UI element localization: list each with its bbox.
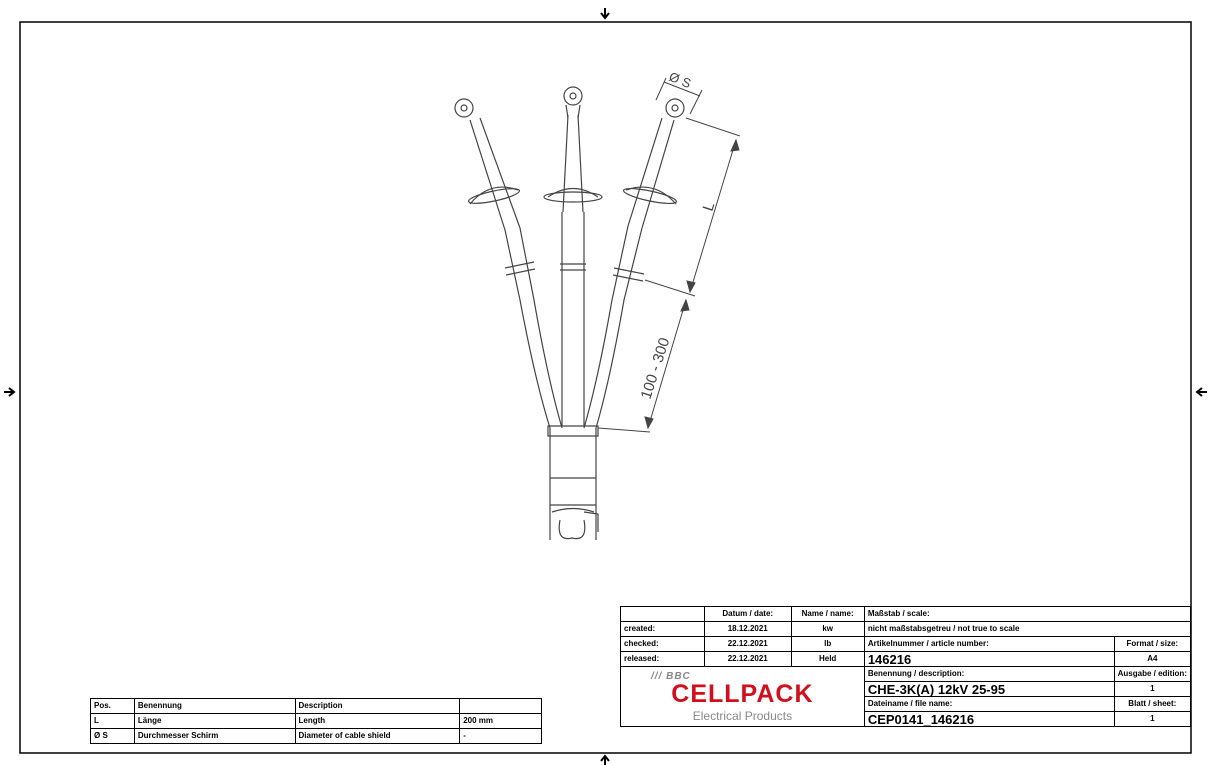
- checked-name: lb: [790, 636, 865, 652]
- parts-list-table: Pos. Benennung Description L Länge Lengt…: [90, 698, 542, 744]
- header-cell: Description: [294, 698, 461, 714]
- table-cell: Länge: [133, 713, 296, 729]
- released-name: Held: [790, 651, 865, 667]
- table-cell: L: [90, 713, 135, 729]
- logo-cellpack-text: CELLPACK: [671, 679, 814, 708]
- sheet-label: Blatt / sheet:: [1113, 696, 1192, 712]
- logo-subtitle: Electrical Products: [692, 708, 793, 723]
- dimension-lug-diameter: Ø S: [667, 69, 694, 91]
- title-block: Datum / date: Name / name: Maßstab / sca…: [620, 606, 1192, 727]
- edition-label: Ausgabe / edition:: [1113, 666, 1192, 682]
- table-row: L Länge Length 200 mm: [90, 713, 542, 729]
- empty-cell: [620, 606, 705, 622]
- dimension-range: 100 - 300: [638, 336, 674, 402]
- parts-list-header: Pos. Benennung Description: [90, 698, 542, 714]
- sheet-border: [19, 21, 1192, 754]
- center-mark-top-icon: [600, 8, 610, 20]
- released-date: 22.12.2021: [703, 651, 792, 667]
- table-row: Ø S Durchmesser Schirm Diameter of cable…: [90, 728, 542, 744]
- scale-label: Maßstab / scale:: [863, 606, 1192, 622]
- date-header: Datum / date:: [703, 606, 792, 622]
- logo-bbc-text: /// BBC: [651, 670, 691, 682]
- designation-value: CHE-3K(A) 12kV 25-95: [863, 681, 1115, 697]
- sheet-value: 1: [1113, 711, 1192, 727]
- center-core: [543, 86, 603, 426]
- right-core: [583, 98, 685, 429]
- table-cell: Diameter of cable shield: [294, 728, 461, 744]
- table-cell: Length: [294, 713, 461, 729]
- table-cell: 200 mm: [459, 713, 542, 729]
- filename-value: CEP0141_146216: [863, 711, 1115, 727]
- center-mark-bottom-icon: [600, 754, 610, 765]
- center-mark-left-icon: [4, 387, 16, 397]
- article-number: 146216: [863, 651, 1115, 667]
- checked-date: 22.12.2021: [703, 636, 792, 652]
- designation-label: Benennung / description:: [863, 666, 1115, 682]
- filename-label: Dateiname / file name:: [863, 696, 1115, 712]
- header-cell: Pos.: [90, 698, 135, 714]
- name-header: Name / name:: [790, 606, 865, 622]
- scale-value: nicht maßstabsgetreu / not true to scale: [863, 621, 1192, 637]
- created-date: 18.12.2021: [703, 621, 792, 637]
- header-cell: [459, 698, 542, 714]
- table-cell: Ø S: [90, 728, 135, 744]
- center-mark-right-icon: [1195, 387, 1207, 397]
- article-label: Artikelnummer / article number:: [863, 636, 1115, 652]
- cable-termination-drawing: [454, 86, 685, 540]
- dimension-length: L: [700, 200, 719, 213]
- created-label: created:: [620, 621, 705, 637]
- left-core: [454, 98, 563, 429]
- header-cell: Benennung: [133, 698, 296, 714]
- table-cell: -: [459, 728, 542, 744]
- format-label: Format / size:: [1113, 636, 1192, 652]
- company-logo: /// BBC CELLPACK Electrical Products: [620, 666, 865, 727]
- created-name: kw: [790, 621, 865, 637]
- checked-label: checked:: [620, 636, 705, 652]
- dimension-lines: [597, 77, 741, 433]
- edition-value: 1: [1113, 681, 1192, 697]
- table-cell: Durchmesser Schirm: [133, 728, 296, 744]
- released-label: released:: [620, 651, 705, 667]
- format-value: A4: [1113, 651, 1192, 667]
